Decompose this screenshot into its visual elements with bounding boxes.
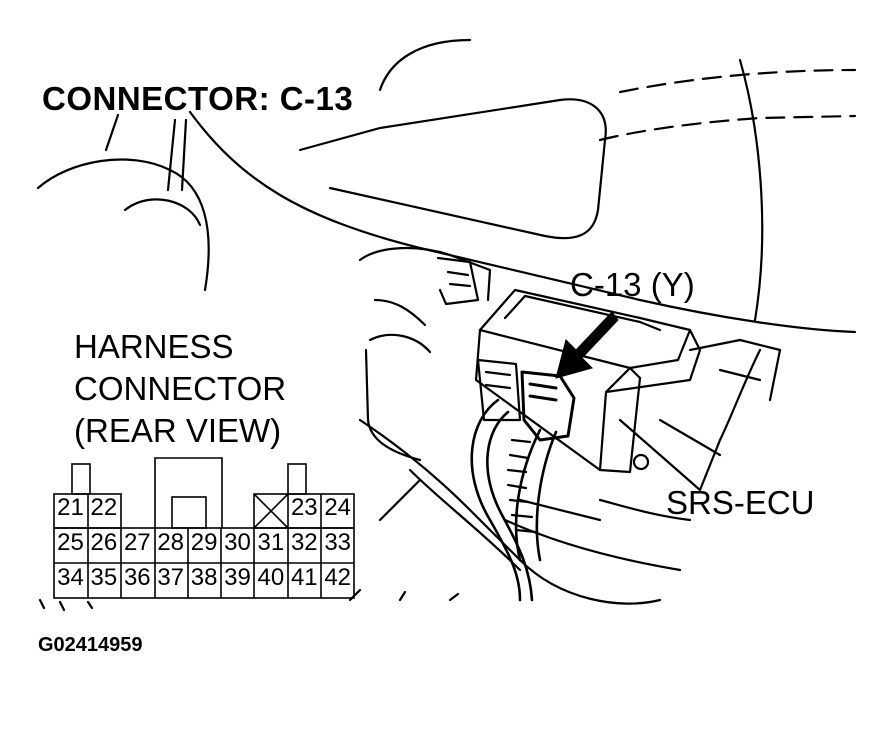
pin-33: 33 <box>324 529 352 556</box>
harness-label-line1: HARNESS <box>74 328 234 365</box>
pin-23: 23 <box>290 494 318 521</box>
pin-42: 42 <box>324 564 352 591</box>
pin-27: 27 <box>123 529 151 556</box>
pin-40: 40 <box>257 564 285 591</box>
pin-35: 35 <box>90 564 118 591</box>
ecu-label: SRS-ECU <box>666 484 815 521</box>
pin-31: 31 <box>257 529 285 556</box>
figure-id: G02414959 <box>38 634 143 656</box>
pin-38: 38 <box>190 564 218 591</box>
pin-22: 22 <box>90 494 118 521</box>
harness-connector-label: HARNESS CONNECTOR (REAR VIEW) <box>74 326 286 452</box>
pin-26: 26 <box>90 529 118 556</box>
pin-25: 25 <box>57 529 84 556</box>
pin-30: 30 <box>224 529 251 556</box>
harness-label-line2: CONNECTOR <box>74 370 287 407</box>
pin-24: 24 <box>324 494 352 521</box>
pin-21: 21 <box>57 494 84 521</box>
diagram-title: CONNECTOR: C-13 <box>42 80 354 117</box>
pin-29: 29 <box>190 529 218 556</box>
pin-34: 34 <box>57 564 84 591</box>
pin-28: 28 <box>157 529 185 556</box>
pin-39: 39 <box>224 564 251 591</box>
pin-36: 36 <box>123 564 151 591</box>
pin-37: 37 <box>157 564 185 591</box>
pin-41: 41 <box>290 564 318 591</box>
harness-label-line3: (REAR VIEW) <box>74 412 282 449</box>
pin-32: 32 <box>290 529 318 556</box>
connector-callout-label: C-13 (Y) <box>570 266 695 303</box>
